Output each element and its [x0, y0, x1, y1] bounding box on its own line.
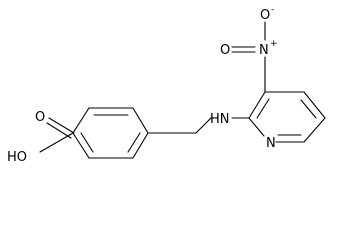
nitro-nitrogen-label: N: [259, 43, 269, 58]
pyridine-nitrogen-label: N: [266, 136, 276, 151]
pyridine-ring: [248, 91, 326, 143]
nitro-oxygen-left-label: O: [220, 43, 230, 58]
amine-label: HN: [210, 112, 230, 127]
pyridine-bond-1: [248, 91, 266, 119]
nitro-group: [231, 21, 266, 93]
pyridine-inner-bond-2: [300, 99, 317, 119]
pyridine-bond-4: [303, 117, 326, 143]
benzene-ring: [72, 107, 149, 159]
pyridine-bond-6: [248, 117, 265, 137]
linker: [147, 117, 250, 134]
nitro-oxygen-top-label: O: [260, 8, 270, 23]
benzene-bond-6: [72, 132, 90, 159]
benzene-bond-3: [132, 107, 149, 134]
structure-diagram: HO O HN N N + O - O: [7, 5, 326, 165]
benzene-inner-bond-3: [80, 132, 94, 153]
pyridine-bond-3: [303, 91, 326, 119]
bond-ch2-nh: [195, 117, 212, 134]
bond-c-o-double-2: [46, 122, 72, 139]
benzene-bond-1: [72, 107, 90, 134]
bond-c-o-double-1: [48, 117, 75, 134]
hydroxyl-label: HO: [7, 150, 27, 165]
pyridine-inner-bond-1: [256, 98, 270, 119]
nitro-oxygen-top-charge: -: [271, 5, 274, 15]
carbonyl-oxygen-label: O: [35, 110, 45, 125]
benzene-bond-4: [132, 132, 149, 159]
nitro-nitrogen-charge: +: [270, 39, 278, 49]
carboxyl-group: [39, 117, 75, 153]
benzene-inner-bond-2: [127, 132, 141, 153]
molecule-drawing: HO O HN N N + O - O: [7, 5, 326, 165]
